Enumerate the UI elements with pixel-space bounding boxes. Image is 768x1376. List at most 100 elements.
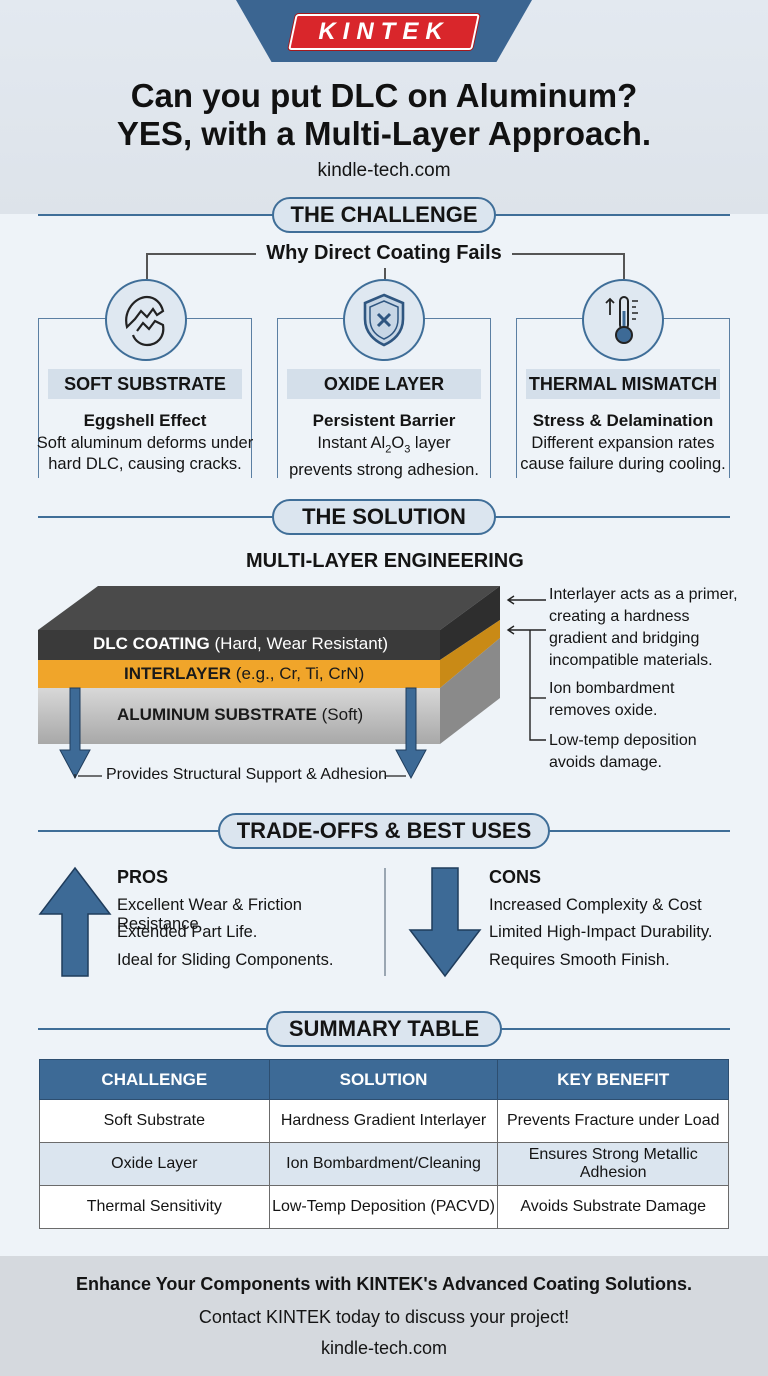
- divider: [384, 868, 386, 976]
- note-line: creating a hardness: [549, 608, 690, 625]
- tradeoffs-heading: TRADE-OFFS & BEST USES: [218, 813, 550, 849]
- card-desc-line: cause failure during cooling.: [520, 455, 726, 473]
- card-subtitle: Persistent Barrier: [312, 411, 456, 430]
- note-line: Low-temp deposition: [549, 732, 697, 749]
- substrate-front-face: [38, 688, 440, 744]
- support-arrow-right: [395, 687, 427, 780]
- footer-band: [0, 1256, 768, 1376]
- layer-name: INTERLAYER: [124, 664, 232, 683]
- pros-item: Extended Part Life.: [117, 923, 258, 941]
- connector-line: [512, 253, 624, 255]
- connector-line: [146, 253, 256, 255]
- note-arrow: [506, 625, 546, 635]
- note-line: removes oxide.: [549, 702, 658, 719]
- challenge-heading: THE CHALLENGE: [272, 197, 496, 233]
- note-bracket: [529, 630, 546, 741]
- connector-line: [146, 253, 148, 279]
- interlayer-label: INTERLAYER (e.g., Cr, Ti, CrN): [124, 664, 424, 684]
- eggshell-icon: [125, 295, 165, 347]
- card-title: OXIDE LAYER: [287, 369, 481, 399]
- dlc-front-face: [38, 630, 440, 660]
- footer-cta: Contact KINTEK today to discuss your pro…: [198, 1307, 570, 1327]
- challenge-icon-circle: [105, 279, 187, 361]
- site-url-top: kindle-tech.com: [317, 160, 451, 181]
- table-cell: Ion Bombardment/Cleaning: [268, 1142, 499, 1186]
- footer-site-url[interactable]: kindle-tech.com: [320, 1338, 448, 1358]
- note-primer: Interlayer acts as a primer, creating a …: [549, 584, 759, 672]
- note-line: Interlayer acts as a primer,: [549, 586, 738, 603]
- table-cell: Hardness Gradient Interlayer: [268, 1099, 499, 1143]
- pros-item: Excellent Wear & Friction Resistance: [117, 896, 302, 933]
- connector-line: [384, 268, 386, 280]
- cons-title: CONS: [489, 867, 542, 887]
- substrate-side-face: [440, 638, 500, 744]
- text-part: layer: [410, 434, 451, 452]
- challenge-icon-circle: [343, 279, 425, 361]
- arrow-down-icon: [408, 867, 482, 978]
- thermometer-icon: [605, 296, 638, 344]
- card-subtitle: Stress & Delamination: [532, 411, 714, 430]
- card-desc-line: Instant Al2O3 layer: [267, 433, 501, 460]
- pros-item: Ideal for Sliding Components.: [117, 951, 334, 969]
- layer-diagram: [38, 586, 500, 780]
- table-cell: Oxide Layer: [39, 1142, 270, 1186]
- cons-item: Increased Complexity & Cost: [489, 896, 702, 914]
- note-line: gradient and bridging: [549, 630, 700, 647]
- table-row: Soft Substrate Hardness Gradient Interla…: [39, 1099, 729, 1143]
- table-cell: Thermal Sensitivity: [39, 1185, 270, 1229]
- text-sub: 3: [404, 443, 411, 456]
- support-caption: Provides Structural Support & Adhesion: [106, 766, 388, 783]
- table-cell: Ensures Strong Metallic Adhesion: [497, 1142, 729, 1186]
- column-header: CHALLENGE: [39, 1059, 270, 1100]
- card-subtitle: Eggshell Effect: [83, 411, 207, 430]
- solution-heading: THE SOLUTION: [272, 499, 496, 535]
- card-desc-line: Soft aluminum deforms under: [36, 434, 254, 452]
- card-desc: Soft aluminum deforms under hard DLC, ca…: [28, 433, 262, 475]
- cons-item: Requires Smooth Finish.: [489, 951, 670, 969]
- column-header: KEY BENEFIT: [497, 1059, 729, 1100]
- card-desc: Instant Al2O3 layer prevents strong adhe…: [267, 433, 501, 481]
- interlayer-side-face: [440, 620, 500, 688]
- card-desc: Different expansion rates cause failure …: [506, 433, 740, 475]
- text-part: Instant Al: [317, 434, 386, 452]
- summary-table: CHALLENGE SOLUTION KEY BENEFIT Soft Subs…: [39, 1059, 729, 1229]
- note-line: avoids damage.: [549, 754, 662, 771]
- layer-note: (e.g., Cr, Ti, CrN): [231, 664, 365, 683]
- table-row: Oxide Layer Ion Bombardment/Cleaning Ens…: [39, 1142, 729, 1186]
- dlc-label: DLC COATING (Hard, Wear Resistant): [93, 634, 443, 654]
- page-title-line2: YES, with a Multi-Layer Approach.: [116, 115, 652, 152]
- note-line: incompatible materials.: [549, 652, 713, 669]
- pros-title: PROS: [117, 867, 169, 887]
- page-title-line1: Can you put DLC on Aluminum?: [130, 77, 638, 114]
- note-connectors: [506, 595, 546, 741]
- note-lowtemp: Low-temp deposition avoids damage.: [549, 730, 759, 774]
- challenge-icon-circle: [582, 279, 664, 361]
- solution-subheading: MULTI-LAYER ENGINEERING: [246, 550, 524, 572]
- summary-heading: SUMMARY TABLE: [266, 1011, 502, 1047]
- substrate-label: ALUMINUM SUBSTRATE (Soft): [117, 705, 417, 725]
- layer-name: DLC COATING: [93, 634, 210, 653]
- text-sub: 2: [385, 443, 392, 456]
- card-desc-line: hard DLC, causing cracks.: [48, 455, 242, 473]
- table-cell: Prevents Fracture under Load: [497, 1099, 729, 1143]
- table-header-row: CHALLENGE SOLUTION KEY BENEFIT: [39, 1059, 729, 1100]
- table-cell: Avoids Substrate Damage: [497, 1185, 729, 1229]
- brand-logo: KINTEK: [318, 18, 450, 45]
- dlc-top-face: [38, 586, 500, 630]
- footer-headline: Enhance Your Components with KINTEK's Ad…: [76, 1274, 692, 1294]
- layer-note: (Soft): [316, 705, 364, 724]
- table-cell: Soft Substrate: [39, 1099, 270, 1143]
- column-header: SOLUTION: [268, 1059, 499, 1100]
- support-line: [74, 774, 102, 778]
- layer-name: ALUMINUM SUBSTRATE: [117, 705, 317, 724]
- interlayer-front-face: [38, 660, 440, 688]
- card-title: SOFT SUBSTRATE: [48, 369, 242, 399]
- table-cell: Low-Temp Deposition (PACVD): [268, 1185, 499, 1229]
- card-title: THERMAL MISMATCH: [526, 369, 720, 399]
- shield-icon: [363, 293, 405, 347]
- text-part: O: [391, 434, 405, 452]
- card-desc-line: Different expansion rates: [531, 434, 715, 452]
- note-arrow: [506, 595, 546, 605]
- arrow-up-icon: [38, 866, 112, 977]
- note-line: Ion bombardment: [549, 680, 675, 697]
